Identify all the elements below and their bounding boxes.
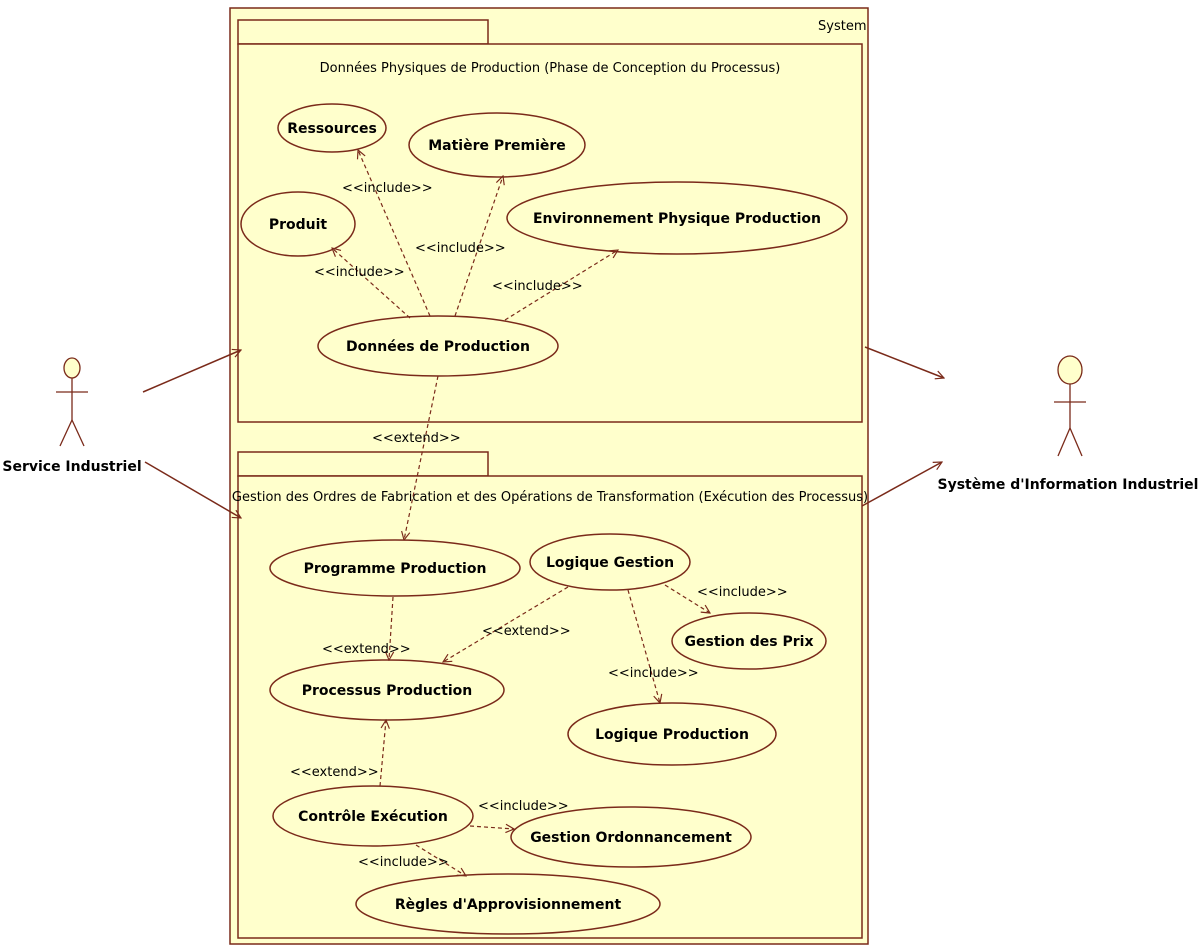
bottom-package-title: Gestion des Ordres de Fabrication et des…	[232, 490, 868, 505]
include-ordonnancement-edge	[469, 826, 514, 829]
usecase-environnement-label: Environnement Physique Production	[533, 211, 821, 227]
actor-head	[63, 357, 81, 379]
include-regles-edge	[415, 844, 466, 876]
top-package-tab	[237, 19, 489, 45]
association-service-bottom	[144, 461, 241, 518]
include-ressources-edge	[358, 150, 431, 317]
stereotype-include-regles: <<include>>	[358, 855, 449, 870]
usecase-produit[interactable]	[240, 191, 356, 257]
include-gestion-prix-edge	[664, 584, 710, 613]
stereotype-include-logique-production: <<include>>	[608, 666, 699, 681]
actor-service-industriel[interactable]	[56, 357, 88, 447]
usecase-processus-production-label: Processus Production	[302, 683, 473, 699]
usecase-regles-approvisionnement-label: Règles d'Approvisionnement	[395, 897, 622, 913]
actor-systeme-information[interactable]	[1054, 355, 1086, 457]
bottom-package-tab	[237, 451, 489, 477]
usecase-matiere-premiere-label: Matière Première	[428, 138, 566, 154]
association-top-systeme	[864, 346, 944, 378]
extend-logique-processus-edge	[443, 586, 569, 662]
usecase-gestion-prix-label: Gestion des Prix	[685, 634, 814, 650]
usecase-programme-production-label: Programme Production	[304, 561, 487, 577]
stereotype-extend-controle: <<extend>>	[290, 765, 379, 780]
top-package-title: Données Physiques de Production (Phase d…	[320, 61, 781, 76]
usecase-controle-execution[interactable]	[272, 785, 474, 847]
usecase-logique-gestion-label: Logique Gestion	[546, 555, 674, 571]
usecase-produit-label: Produit	[269, 217, 328, 233]
stereotype-extend-logique: <<extend>>	[482, 624, 571, 639]
stereotype-extend-donnees: <<extend>>	[372, 431, 461, 446]
usecase-regles-approvisionnement[interactable]	[355, 873, 661, 935]
include-matiere-edge	[454, 176, 503, 317]
usecase-logique-gestion[interactable]	[529, 533, 691, 591]
include-logique-production-edge	[627, 589, 660, 703]
usecase-gestion-ordonnancement[interactable]	[510, 806, 752, 868]
extend-programme-processus-edge	[389, 596, 393, 660]
stereotype-include-environnement: <<include>>	[492, 279, 583, 294]
actor-systeme-information-label: Système d'Information Industriel	[938, 477, 1198, 493]
association-service-top	[142, 350, 241, 393]
stereotype-include-matiere: <<include>>	[415, 241, 506, 256]
usecase-gestion-prix[interactable]	[671, 612, 827, 670]
include-produit-edge	[332, 248, 411, 319]
usecase-controle-execution-label: Contrôle Exécution	[298, 809, 448, 825]
actor-head	[1057, 355, 1083, 385]
stereotype-include-ressources: <<include>>	[342, 181, 433, 196]
usecase-ressources-label: Ressources	[287, 121, 377, 137]
stereotype-extend-programme: <<extend>>	[322, 642, 411, 657]
usecase-environnement[interactable]	[506, 181, 848, 255]
stereotype-include-produit: <<include>>	[314, 265, 405, 280]
usecase-logique-production-label: Logique Production	[595, 727, 749, 743]
stereotype-include-ordonnancement: <<include>>	[478, 799, 569, 814]
usecase-programme-production[interactable]	[269, 539, 521, 597]
usecase-ressources[interactable]	[277, 103, 387, 153]
stereotype-include-prix: <<include>>	[697, 585, 788, 600]
usecase-donnees-production-label: Données de Production	[346, 339, 530, 355]
usecase-gestion-ordonnancement-label: Gestion Ordonnancement	[530, 830, 732, 846]
system-title: System	[818, 19, 866, 34]
association-bottom-systeme	[861, 461, 942, 507]
include-environnement-edge	[504, 250, 618, 321]
actor-service-industriel-label: Service Industriel	[2, 459, 141, 475]
usecase-logique-production[interactable]	[567, 702, 777, 766]
